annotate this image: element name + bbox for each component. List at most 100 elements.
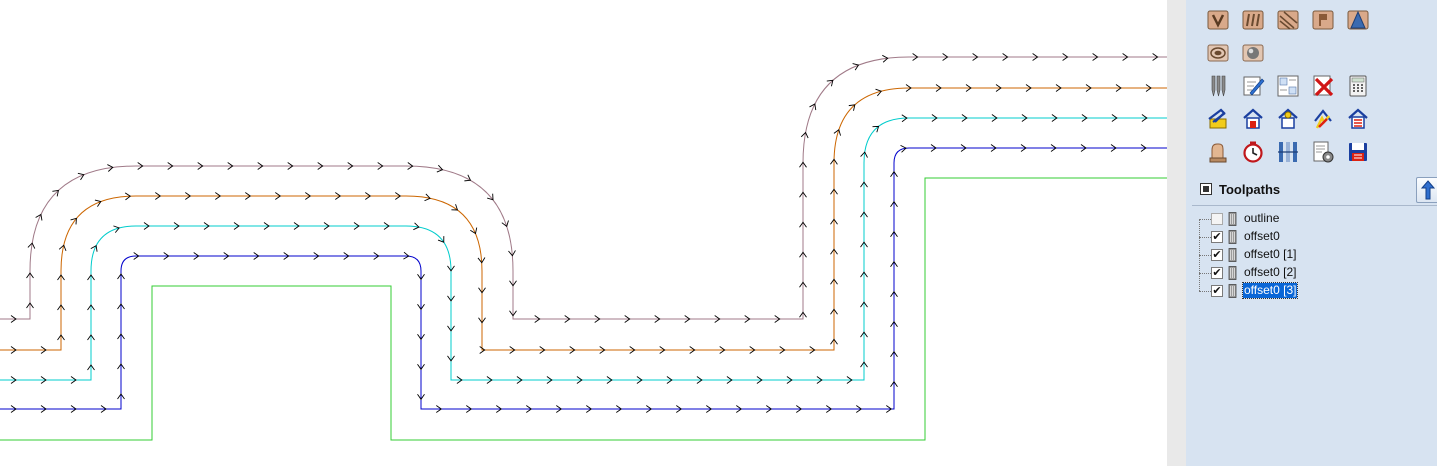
texture-button[interactable] <box>1274 6 1302 34</box>
direction-arrow <box>991 114 998 122</box>
fluting-button[interactable] <box>1239 6 1267 34</box>
direction-arrow <box>796 405 803 413</box>
visibility-checkbox[interactable] <box>1211 213 1223 225</box>
direction-arrow <box>40 405 47 413</box>
direction-arrow <box>464 174 472 182</box>
toolpath-name[interactable]: offset0 [1] <box>1244 247 1297 261</box>
toolpath-summary-button[interactable] <box>1274 72 1302 100</box>
save-template-button[interactable] <box>1239 105 1267 133</box>
direction-arrow <box>901 114 908 123</box>
direction-arrow <box>616 405 623 413</box>
direction-arrow <box>365 192 372 200</box>
direction-arrow <box>117 363 125 370</box>
tiling-button[interactable] <box>1274 138 1302 166</box>
direction-arrow <box>995 84 1002 92</box>
preview-button[interactable] <box>1204 138 1232 166</box>
toolpath-preview-canvas[interactable] <box>0 0 1167 466</box>
save-all-button[interactable] <box>1344 138 1372 166</box>
save-toolpath-button[interactable] <box>1204 105 1232 133</box>
direction-arrow <box>1055 84 1062 92</box>
v-carve-icon <box>1207 10 1229 29</box>
direction-arrow <box>215 192 222 200</box>
direction-arrow <box>965 84 972 92</box>
visibility-checkbox[interactable]: ✔ <box>1211 249 1223 261</box>
direction-arrow <box>684 315 691 323</box>
direction-arrow <box>833 129 841 136</box>
direction-arrow <box>447 295 455 302</box>
direction-arrow <box>417 274 425 281</box>
direction-arrow <box>509 310 517 317</box>
direction-arrow <box>253 252 260 260</box>
toolpath-name[interactable]: offset0 [3] <box>1241 282 1299 299</box>
direction-arrow <box>1085 84 1092 92</box>
direction-arrow <box>556 405 563 413</box>
direction-arrow <box>124 192 132 201</box>
direction-arrow <box>875 88 883 97</box>
load-template-button[interactable] <box>1274 105 1302 133</box>
direction-arrow <box>809 346 816 354</box>
direction-arrow <box>197 162 204 170</box>
direction-arrow <box>100 405 107 413</box>
direction-arrow <box>508 250 516 257</box>
toolpath-name[interactable]: outline <box>1244 211 1280 225</box>
direction-arrow <box>799 191 807 198</box>
direction-arrow <box>413 222 420 231</box>
direction-arrow <box>10 346 17 354</box>
direction-arrow <box>830 218 838 225</box>
delete-toolpath-button[interactable] <box>1309 72 1337 100</box>
move-up-button[interactable] <box>1416 177 1437 203</box>
direction-arrow <box>931 114 938 122</box>
merge-toolpaths-button[interactable] <box>1309 105 1337 133</box>
direction-arrow <box>87 334 95 341</box>
direction-arrow <box>496 405 503 413</box>
tree-connector <box>1199 255 1213 256</box>
direction-arrow <box>576 376 583 384</box>
end-mill-icon <box>1228 212 1237 226</box>
direction-arrow <box>417 304 425 311</box>
toolpath-layers-button[interactable] <box>1344 105 1372 133</box>
3d-finishing-button[interactable] <box>1239 39 1267 67</box>
3d-roughing-button[interactable] <box>1204 39 1232 67</box>
direction-arrow <box>800 131 809 139</box>
inlay-button[interactable] <box>1344 6 1372 34</box>
direction-arrow <box>10 405 17 413</box>
direction-arrow <box>830 188 838 195</box>
time-estimate-button[interactable] <box>1239 138 1267 166</box>
direction-arrow <box>233 222 240 230</box>
direction-arrow <box>403 251 410 260</box>
direction-arrow <box>223 252 230 260</box>
direction-arrow <box>942 53 949 61</box>
direction-arrow <box>436 405 443 413</box>
direction-arrow <box>860 361 868 368</box>
direction-arrow <box>564 315 571 323</box>
postprocessor-settings-button[interactable] <box>1309 138 1337 166</box>
visibility-checkbox[interactable]: ✔ <box>1211 267 1223 279</box>
direction-arrow <box>1110 144 1117 152</box>
v-carve-button[interactable] <box>1204 6 1232 34</box>
toolpath-name[interactable]: offset0 [2] <box>1244 265 1297 279</box>
prism-button[interactable] <box>1309 6 1337 34</box>
direction-arrow <box>766 405 773 413</box>
save-toolpath-icon <box>1208 108 1227 128</box>
direction-arrow <box>263 222 270 230</box>
inlay-icon <box>1347 10 1369 29</box>
visibility-checkbox[interactable]: ✔ <box>1211 231 1223 243</box>
toolpath-name[interactable]: offset0 <box>1244 229 1280 243</box>
direction-arrow <box>744 315 751 323</box>
direction-arrow <box>816 376 823 384</box>
drill-tools-button[interactable] <box>1204 72 1232 100</box>
toolbar-row <box>1204 69 1379 102</box>
direction-arrow <box>27 242 36 249</box>
direction-arrow <box>636 376 643 384</box>
direction-arrow <box>689 346 696 354</box>
calculator-button[interactable] <box>1344 72 1372 100</box>
panel-splitter[interactable] <box>1167 0 1186 466</box>
direction-arrow <box>990 144 997 152</box>
edit-toolpath-button[interactable] <box>1239 72 1267 100</box>
direction-arrow <box>117 273 125 280</box>
visibility-checkbox[interactable]: ✔ <box>1211 285 1223 297</box>
direction-arrow <box>57 274 65 281</box>
direction-arrow <box>594 315 601 323</box>
calculator-icon <box>1349 75 1367 96</box>
collapse-toggle[interactable] <box>1200 183 1212 195</box>
